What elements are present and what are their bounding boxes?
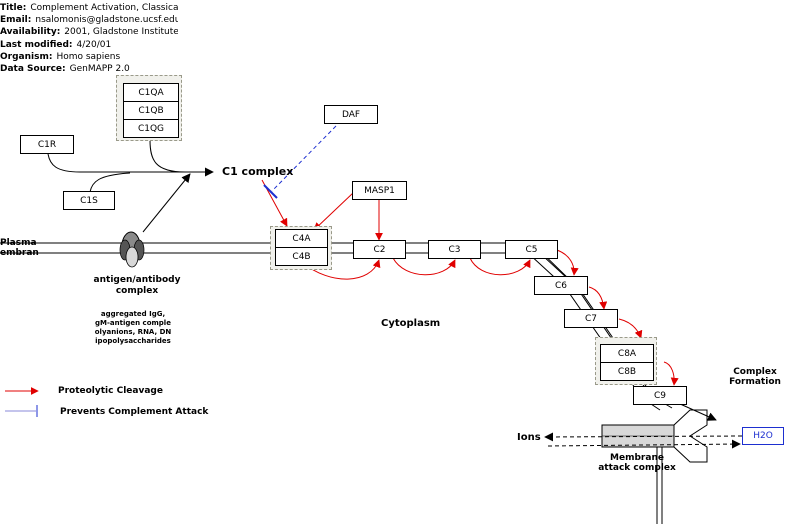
legend-glyphs <box>5 387 39 417</box>
activators-line-3: olyanions, RNA, DN <box>94 328 172 336</box>
gene-c3[interactable]: C3 <box>428 240 481 259</box>
antigen-antibody-label-2: complex <box>115 286 159 296</box>
gene-h2o[interactable]: H2O <box>742 427 784 445</box>
gene-c5[interactable]: C5 <box>505 240 558 259</box>
antigen-antibody-label-1: antigen/antibody <box>93 275 181 285</box>
meta-availability: Availability:2001, Gladstone Institute <box>0 27 178 38</box>
meta-organism: Organism:Homo sapiens <box>0 51 121 62</box>
gene-c4a[interactable]: C4A <box>275 229 328 248</box>
activators-line-4: ipopolysaccharides <box>95 337 171 345</box>
gene-c4b[interactable]: C4B <box>275 247 328 266</box>
c1-complex-label: C1 complex <box>222 165 294 178</box>
membrane-attack-complex-glyph <box>544 394 743 463</box>
mac-label-1: Membrane <box>610 453 664 463</box>
cleavage-arrows <box>261 179 679 386</box>
complex-formation-label-2: Formation <box>729 377 781 387</box>
ions-label: Ions <box>517 432 541 443</box>
gene-c1qa[interactable]: C1QA <box>123 83 179 102</box>
daf-inhibition <box>263 125 337 199</box>
cytoplasm-label: Cytoplasm <box>381 318 441 329</box>
activators-line-2: gM-antigen comple <box>95 319 171 327</box>
gene-c2[interactable]: C2 <box>353 240 406 259</box>
gene-c6[interactable]: C6 <box>534 276 588 295</box>
gene-c7[interactable]: C7 <box>564 309 618 328</box>
mac-label-2: attack complex <box>598 463 676 473</box>
gene-c1qb[interactable]: C1QB <box>123 101 179 120</box>
gene-c8b[interactable]: C8B <box>600 362 654 381</box>
meta-last-modified: Last modified:4/20/01 <box>0 39 112 50</box>
meta-title: Title:Complement Activation, Classical P… <box>0 3 178 13</box>
legend-prevents-complement-attack: Prevents Complement Attack <box>60 407 209 417</box>
gene-c8a[interactable]: C8A <box>600 344 654 363</box>
complex-formation-label-1: Complex <box>733 367 777 377</box>
gene-c1r[interactable]: C1R <box>20 135 74 154</box>
pathway-metadata: Title:Complement Activation, Classical P… <box>0 2 178 75</box>
gene-c9[interactable]: C9 <box>633 386 687 405</box>
meta-data-source: Data Source:GenMAPP 2.0 <box>0 64 130 75</box>
c1-assembly-lines <box>47 139 214 233</box>
plasma-membrane-label-2: embran <box>0 248 39 258</box>
gene-c1s[interactable]: C1S <box>63 191 115 210</box>
legend-proteolytic-cleavage: Proteolytic Cleavage <box>58 386 163 396</box>
gene-daf[interactable]: DAF <box>324 105 378 124</box>
gene-c1qg[interactable]: C1QG <box>123 119 179 138</box>
plasma-membrane-label-1: Plasma <box>0 238 37 248</box>
antigen-antibody-icon <box>119 231 145 268</box>
activators-line-1: aggregated IgG, <box>100 310 166 318</box>
gene-masp1[interactable]: MASP1 <box>352 181 407 200</box>
meta-email: Email:nsalomonis@gladstone.ucsf.edu <box>0 15 178 26</box>
